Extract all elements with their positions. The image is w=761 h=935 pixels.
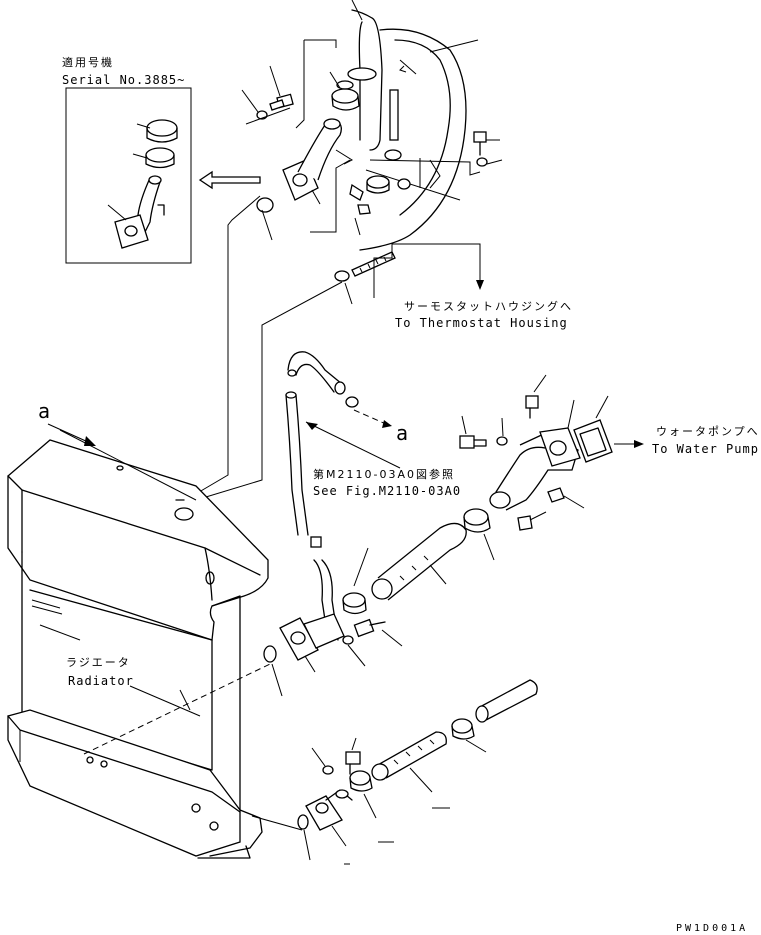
arrow-to-thermostat <box>476 280 484 290</box>
upper-hose <box>347 0 399 151</box>
hose-large <box>359 28 479 251</box>
clamp-upper <box>329 71 360 111</box>
gasket-upper <box>256 197 274 213</box>
inlet-flange-middle <box>279 559 403 673</box>
inset-serial: Serial No.3885~ <box>62 73 185 87</box>
upper-assembly <box>193 0 503 496</box>
footer-code: PW1D001A <box>676 923 748 934</box>
middle-hose <box>342 508 495 615</box>
radiator <box>7 439 269 859</box>
radiator-cap <box>174 507 194 521</box>
inset-box: 適用号機 Serial No.3885~ <box>62 55 192 264</box>
bolt-upper-left <box>269 65 294 111</box>
inset-pipe <box>107 175 165 249</box>
inset-flange <box>114 214 149 249</box>
inset-title: 適用号機 <box>62 55 114 69</box>
inset-clamp-top <box>136 119 178 143</box>
lower-pipe-assembly <box>305 679 538 865</box>
inset-arrow <box>198 170 261 190</box>
bent-hose <box>287 351 392 428</box>
label-see-fig-en: See Fig.M2110-03A0 <box>313 484 461 498</box>
clip-small <box>384 149 402 161</box>
ref-a-mid: a <box>396 421 408 445</box>
label-radiator-jp: ラジエータ <box>66 656 131 669</box>
water-pump-assembly <box>459 374 644 531</box>
inset-clamp-mid <box>132 147 175 169</box>
label-radiator-en: Radiator <box>68 674 134 688</box>
label-thermostat-jp: サーモスタットハウジングへ <box>404 299 573 313</box>
clamp-right <box>366 175 390 189</box>
label-water-pump-jp: ウォータポンプへ <box>656 425 760 438</box>
inset-frame <box>65 87 192 264</box>
ref-a-top: a <box>38 399 50 423</box>
gasket-lower <box>297 814 309 830</box>
long-tube <box>285 391 401 548</box>
label-water-pump-en: To Water Pump <box>652 442 759 456</box>
label-thermostat-en: To Thermostat Housing <box>395 316 568 330</box>
bolt-upper-right <box>473 131 503 167</box>
gasket-middle <box>263 645 277 663</box>
label-see-fig-jp: 第M2110-03A0図参照 <box>313 467 455 481</box>
outlet-flange <box>282 118 342 205</box>
arrow-to-water-pump <box>634 440 644 448</box>
